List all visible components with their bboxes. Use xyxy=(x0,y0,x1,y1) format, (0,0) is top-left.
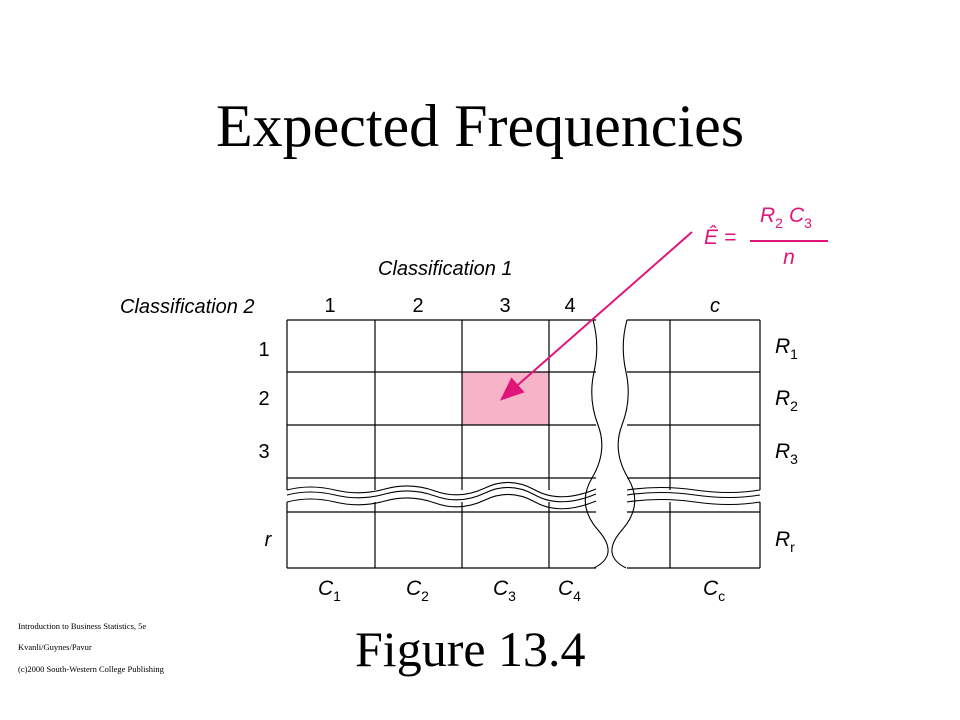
row-total: R1 xyxy=(775,335,798,362)
column-headers: 1 2 3 4 c xyxy=(324,295,720,317)
column-header: 3 xyxy=(499,295,510,317)
row-header: 1 xyxy=(258,339,269,361)
row-header: r xyxy=(265,529,273,551)
column-total: C4 xyxy=(558,577,581,604)
row-total: R2 xyxy=(775,387,798,414)
column-header: 1 xyxy=(324,295,335,317)
table-grid xyxy=(286,319,761,569)
classification2-label: Classification 2 xyxy=(120,296,255,318)
column-header: 4 xyxy=(564,295,575,317)
row-total: R3 xyxy=(775,440,798,467)
credit-line: Kvanli/Guynes/Pavur xyxy=(18,642,92,653)
figure-label: Figure 13.4 xyxy=(355,621,586,677)
row-header: 3 xyxy=(258,441,269,463)
formula-lhs: Ê = xyxy=(704,226,736,249)
row-totals: R1 R2 R3 Rr xyxy=(775,335,798,555)
column-total: C3 xyxy=(493,577,516,604)
column-totals: C1 C2 C3 C4 Cc xyxy=(318,577,725,604)
highlighted-cell xyxy=(462,372,549,425)
column-break-lines xyxy=(584,319,636,569)
credit-line: Introduction to Business Statistics, 5e xyxy=(18,621,147,631)
credit-line: (c)2000 South-Western College Publishing xyxy=(18,663,164,674)
credits: Introduction to Business Statistics, 5e … xyxy=(18,621,178,686)
row-header: 2 xyxy=(258,388,269,410)
column-total: C2 xyxy=(406,577,429,604)
column-header: 2 xyxy=(412,295,423,317)
row-break-lines xyxy=(286,481,761,510)
pointer-arrow xyxy=(499,231,693,401)
column-total: Cc xyxy=(703,577,725,604)
row-headers: 1 2 3 r xyxy=(258,339,272,551)
column-header: c xyxy=(710,295,720,317)
slide-title: Expected Frequencies xyxy=(215,93,745,159)
column-total: C1 xyxy=(318,577,341,604)
row-total: Rr xyxy=(775,528,795,555)
classification1-label: Classification 1 xyxy=(378,258,513,280)
formula-denominator: n xyxy=(783,246,795,269)
